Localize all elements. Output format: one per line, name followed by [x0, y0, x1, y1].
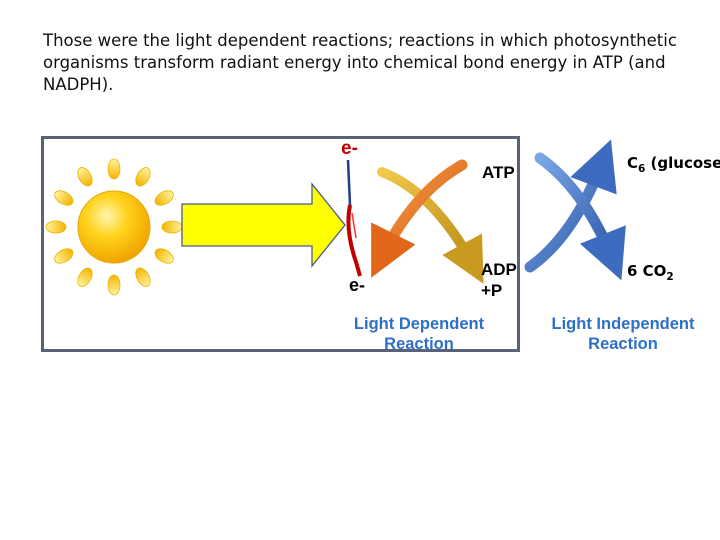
glucose-label: C6 (glucose) [627, 154, 720, 175]
electron-bottom-label: e- [349, 275, 366, 295]
co2-label: 6 CO2 [627, 262, 674, 283]
plus-p-line: +P [481, 281, 503, 300]
light-independent-title: Light Independent Reaction [537, 314, 709, 354]
light-arrow-icon [181, 182, 346, 268]
glucose-prefix: C [627, 154, 639, 172]
glucose-subscript: 6 [638, 163, 646, 175]
light-dependent-cycle [371, 159, 484, 284]
co2-prefix: 6 CO [627, 262, 667, 280]
co2-subscript: 2 [666, 271, 674, 283]
intro-text: Those were the light dependent reactions… [43, 31, 677, 94]
light-dependent-title-line2: Reaction [384, 335, 454, 353]
electron-path [346, 159, 362, 277]
light-dependent-title: Light Dependent Reaction [334, 314, 504, 354]
electron-top-label: e- [341, 138, 358, 159]
light-independent-title-line2: Reaction [588, 335, 658, 353]
adp-line: ADP [481, 260, 517, 279]
light-independent-title-line1: Light Independent [551, 315, 695, 333]
sun-icon [45, 158, 183, 296]
glucose-suffix: (glucose) [650, 154, 720, 172]
adp-label: ADP +P [481, 259, 517, 301]
light-reaction-frame [41, 136, 520, 352]
atp-label: ATP [482, 163, 515, 182]
light-independent-cycle [524, 139, 626, 281]
light-dependent-title-line1: Light Dependent [353, 315, 485, 333]
